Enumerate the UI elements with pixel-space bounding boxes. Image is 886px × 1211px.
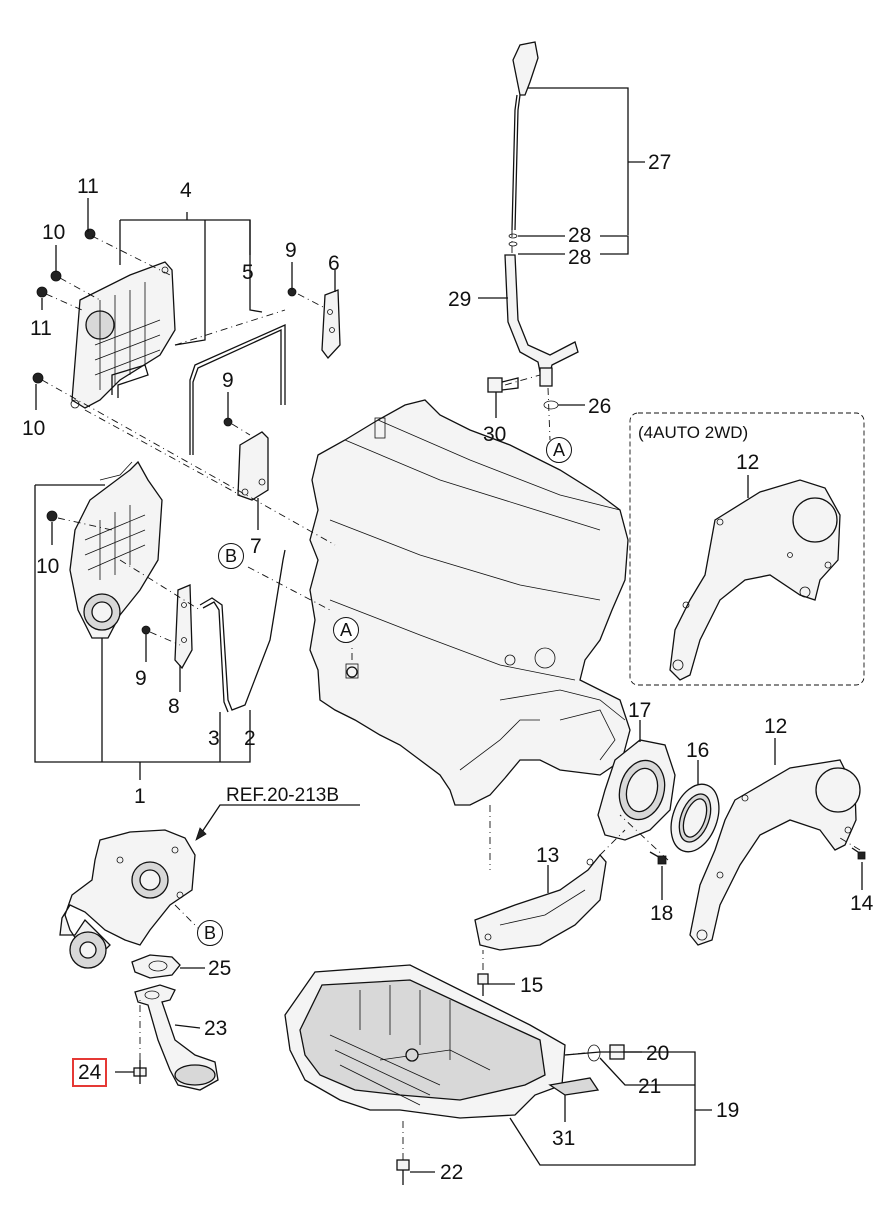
callout-12: 12 bbox=[736, 451, 760, 474]
bolt-24 bbox=[133, 1060, 147, 1084]
callout-8: 8 bbox=[168, 695, 180, 718]
bracket-7 bbox=[237, 431, 269, 501]
callout-7: 7 bbox=[250, 535, 262, 558]
oil-strainer bbox=[134, 984, 219, 1091]
callout-16: 16 bbox=[686, 739, 710, 762]
bolt-18 bbox=[649, 851, 667, 865]
callout-11: 11 bbox=[30, 317, 52, 340]
marker-a: A bbox=[333, 617, 359, 643]
callout-12: 12 bbox=[764, 715, 788, 738]
bolt-30 bbox=[487, 377, 519, 393]
oil-pump bbox=[59, 829, 196, 969]
oil-dipstick bbox=[508, 41, 539, 247]
callout-15: 15 bbox=[520, 974, 544, 997]
o-ring-26 bbox=[543, 400, 559, 410]
callout-5: 5 bbox=[242, 261, 254, 284]
callout-10: 10 bbox=[22, 417, 46, 440]
dipstick-tube bbox=[504, 254, 579, 387]
callout-22: 22 bbox=[440, 1161, 464, 1184]
variant-box bbox=[629, 412, 865, 686]
marker-a: A bbox=[546, 437, 572, 463]
callout-4: 4 bbox=[180, 179, 192, 202]
drive-plate-4auto bbox=[669, 479, 841, 681]
callout-20: 20 bbox=[646, 1042, 670, 1065]
callout-13: 13 bbox=[536, 844, 560, 867]
callout-19: 19 bbox=[716, 1099, 740, 1122]
callout-10: 10 bbox=[36, 555, 60, 578]
callout-31: 31 bbox=[552, 1127, 576, 1150]
callout-3: 3 bbox=[208, 727, 220, 750]
bolt-14 bbox=[851, 847, 866, 860]
bracket-8 bbox=[174, 584, 193, 670]
callout-27: 27 bbox=[648, 151, 672, 174]
callout-26: 26 bbox=[588, 395, 612, 418]
baffle-31 bbox=[548, 1077, 600, 1096]
gasket-5 bbox=[189, 323, 286, 455]
assembly-lines bbox=[41, 230, 861, 1160]
oil-pan bbox=[284, 964, 566, 1119]
oil-seal-16 bbox=[670, 783, 720, 853]
engine-block bbox=[309, 399, 631, 806]
callout-2: 2 bbox=[244, 727, 256, 750]
callout-21: 21 bbox=[638, 1075, 662, 1098]
callout-28: 28 bbox=[568, 224, 592, 247]
gasket-25 bbox=[131, 954, 181, 979]
callout-14: 14 bbox=[850, 892, 874, 915]
marker-b: B bbox=[218, 543, 244, 569]
seal-housing-17 bbox=[597, 739, 676, 841]
callout-29: 29 bbox=[448, 288, 472, 311]
callout-9: 9 bbox=[135, 667, 147, 690]
drive-plate bbox=[689, 759, 861, 946]
callout-17: 17 bbox=[628, 699, 652, 722]
callout-6: 6 bbox=[328, 252, 340, 275]
callout-11: 11 bbox=[77, 175, 99, 198]
callout-24-highlighted[interactable]: 24 bbox=[72, 1058, 108, 1087]
bracket-6 bbox=[321, 289, 341, 360]
upper-timing-cover bbox=[70, 261, 176, 409]
reference-label: REF.20-213B bbox=[226, 785, 340, 806]
callout-30: 30 bbox=[483, 423, 507, 446]
bolt-15 bbox=[477, 973, 489, 996]
variant-label: (4AUTO 2WD) bbox=[638, 423, 749, 442]
callout-9: 9 bbox=[285, 239, 297, 262]
callout-1: 1 bbox=[134, 785, 146, 808]
leader-lines bbox=[34, 87, 863, 1173]
callout-9: 9 bbox=[222, 369, 234, 392]
callout-28: 28 bbox=[568, 246, 592, 269]
callout-18: 18 bbox=[650, 902, 674, 925]
lower-timing-cover bbox=[69, 460, 163, 639]
marker-b: B bbox=[197, 920, 223, 946]
callout-10: 10 bbox=[42, 221, 66, 244]
callout-23: 23 bbox=[204, 1017, 228, 1040]
gasket-2-3 bbox=[199, 549, 286, 713]
bolt-22 bbox=[396, 1159, 410, 1185]
callout-25: 25 bbox=[208, 957, 232, 980]
cover-13 bbox=[474, 853, 607, 951]
